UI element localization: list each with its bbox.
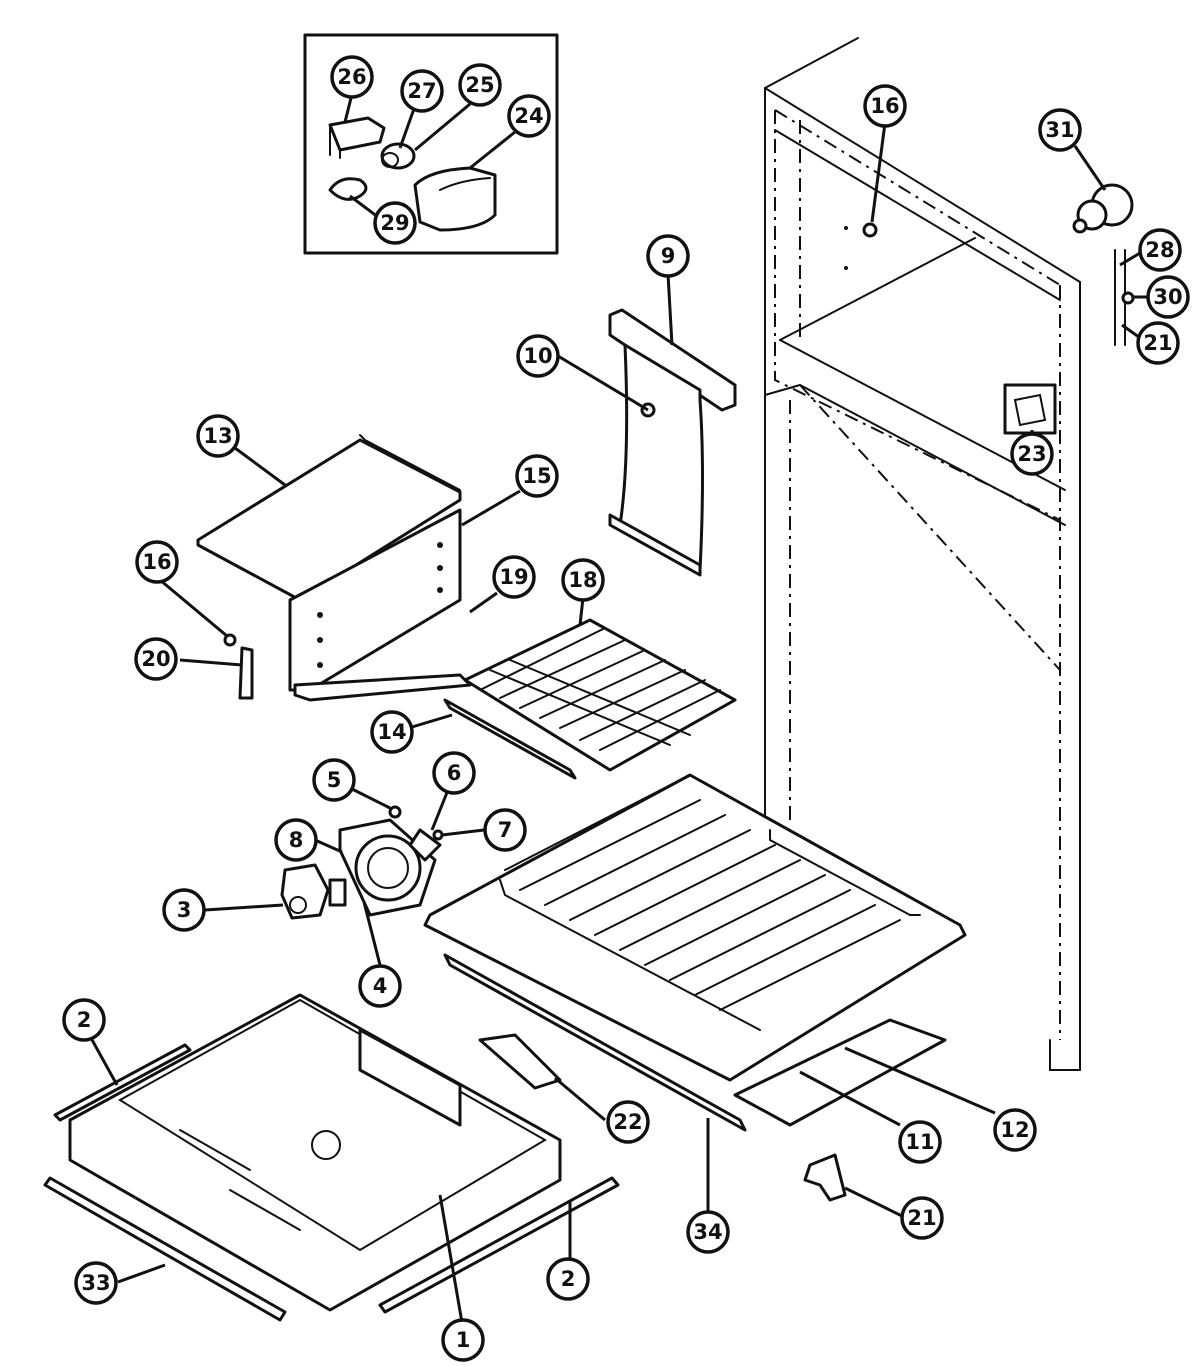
callout-13: 13 xyxy=(196,414,240,458)
callout-label: 7 xyxy=(498,818,513,842)
callout-27: 26 xyxy=(330,55,374,99)
callout-label: 8 xyxy=(289,828,304,852)
callout-label: 16 xyxy=(142,550,171,574)
callout-label: 24 xyxy=(514,104,543,128)
callout-11: 11 xyxy=(898,1120,942,1164)
callout-label: 15 xyxy=(522,464,551,488)
callout-label: 21 xyxy=(1143,331,1172,355)
freezer-compartment xyxy=(196,434,472,702)
callout-label: 19 xyxy=(499,565,528,589)
callout-label: 28 xyxy=(1145,238,1174,262)
callout-29: 28 xyxy=(1138,228,1182,272)
callout-label: 16 xyxy=(870,94,899,118)
callout-3: 3 xyxy=(162,888,206,932)
callout-18: 18 xyxy=(561,558,605,602)
callout-label: 9 xyxy=(661,244,676,268)
callout-label: 14 xyxy=(377,720,406,744)
callout-label: 26 xyxy=(337,65,366,89)
callout-label: 6 xyxy=(447,761,462,785)
callout-8: 8 xyxy=(274,818,318,862)
callout-label: 20 xyxy=(141,647,170,671)
callout-21: 21 xyxy=(900,1196,944,1240)
callout-label: 34 xyxy=(693,1220,722,1244)
wire-shelf xyxy=(443,618,737,780)
callout-label: 33 xyxy=(81,1271,110,1295)
callout-34: 34 xyxy=(686,1210,730,1254)
callout-label: 5 xyxy=(327,768,342,792)
callout-2-right: 2 xyxy=(546,1257,590,1301)
callout-label: 27 xyxy=(407,79,436,103)
callout-19: 19 xyxy=(492,555,536,599)
callout-label: 31 xyxy=(1045,118,1074,142)
inset-box xyxy=(303,33,559,255)
callout-6: 6 xyxy=(432,751,476,795)
callout-24: 23 xyxy=(1010,432,1054,476)
callout-label: 11 xyxy=(905,1130,934,1154)
callout-2-left: 2 xyxy=(62,998,106,1042)
callout-label: 22 xyxy=(613,1110,642,1134)
callout-22: 21 xyxy=(1136,321,1180,365)
callout-28: 27 xyxy=(400,69,444,113)
callout-33: 33 xyxy=(74,1261,118,1305)
freezer-floor-shelf xyxy=(423,773,967,1127)
cabinet-outline xyxy=(764,37,1081,1071)
callout-23: 22 xyxy=(606,1100,650,1144)
hinge-assembly xyxy=(1072,183,1135,346)
callout-25: 24 xyxy=(507,94,551,138)
callout-17: 16 xyxy=(863,84,907,128)
callout-label: 13 xyxy=(203,424,232,448)
callout-label: 23 xyxy=(1017,442,1046,466)
switch-24 xyxy=(1003,383,1057,435)
callout-4: 4 xyxy=(358,964,402,1008)
small-parts-23-34-21 xyxy=(443,953,847,1202)
callout-7: 7 xyxy=(483,808,527,852)
callout-12: 12 xyxy=(993,1108,1037,1152)
callout-26: 25 xyxy=(458,63,502,107)
callout-9: 9 xyxy=(646,234,690,278)
callout-14: 14 xyxy=(370,710,414,754)
callout-20: 20 xyxy=(134,637,178,681)
callout-label: 29 xyxy=(380,211,409,235)
callout-label: 2 xyxy=(561,1267,576,1291)
callout-label: 3 xyxy=(177,898,192,922)
crisper-pan xyxy=(43,993,620,1322)
callout-label: 1 xyxy=(456,1328,471,1352)
callout-16: 16 xyxy=(135,540,179,584)
callout-30: 29 xyxy=(373,201,417,245)
callout-15: 15 xyxy=(515,454,559,498)
callout-5: 5 xyxy=(312,758,356,802)
callout-label: 18 xyxy=(568,568,597,592)
callout-31: 30 xyxy=(1146,275,1190,319)
callout-label: 25 xyxy=(465,73,494,97)
fan-assembly xyxy=(280,805,444,920)
callout-10: 10 xyxy=(516,334,560,378)
callout-label: 10 xyxy=(523,344,552,368)
air-duct xyxy=(608,308,737,577)
small-hardware-16-20 xyxy=(223,633,254,700)
leader-lines xyxy=(89,93,1149,1341)
callout-label: 4 xyxy=(373,974,388,998)
callout-32: 31 xyxy=(1038,108,1082,152)
callout-label: 2 xyxy=(77,1008,92,1032)
callout-label: 30 xyxy=(1153,285,1182,309)
callout-label: 21 xyxy=(907,1206,936,1230)
callout-label: 12 xyxy=(1000,1118,1029,1142)
callout-1: 1 xyxy=(441,1318,485,1362)
